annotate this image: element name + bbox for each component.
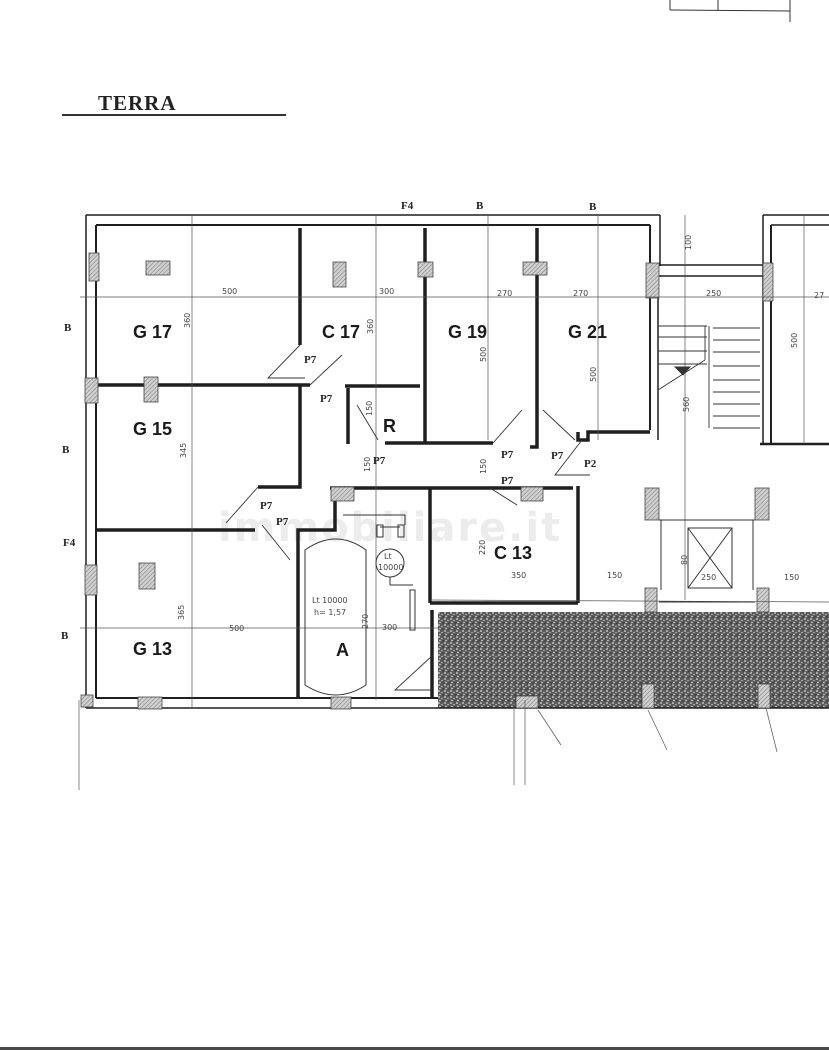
room-label-r: R [383,416,396,436]
svg-text:B: B [64,322,72,334]
elevator-shaft [659,519,755,603]
svg-text:B: B [589,201,597,213]
room-label-g21: G 21 [568,322,607,342]
svg-text:500: 500 [589,367,598,382]
svg-text:150: 150 [363,457,372,472]
boiler-label-top: Lt [384,552,392,561]
svg-text:270: 270 [361,614,370,629]
top-right-fragment [669,0,791,22]
room-label-c13: C 13 [494,543,532,563]
svg-text:345: 345 [179,443,188,458]
svg-text:500: 500 [790,333,799,348]
svg-text:F4: F4 [63,537,76,549]
svg-text:P7: P7 [373,455,386,467]
room-label-g13: G 13 [133,639,172,659]
svg-text:P7: P7 [304,354,317,366]
svg-text:100: 100 [684,235,693,250]
tank-capacity: Lt 10000 [312,596,348,605]
svg-text:27: 27 [814,291,824,300]
door-swings [225,344,590,691]
dimension-lines [78,215,829,790]
svg-text:250: 250 [701,573,716,582]
watermark: immobiliare.it [218,505,563,551]
room-label-c17: C 17 [322,322,360,342]
room-label-a: A [336,640,349,660]
room-label-g15: G 15 [133,419,172,439]
svg-text:B: B [476,200,484,212]
svg-text:270: 270 [573,289,588,298]
svg-text:150: 150 [784,573,799,582]
tank-height: h= 1,57 [314,608,346,617]
svg-text:500: 500 [479,347,488,362]
svg-text:300: 300 [382,623,397,632]
svg-text:P7: P7 [320,393,333,405]
svg-text:P7: P7 [551,450,564,462]
section-tags: F4 B B B B F4 B P7 P7 P7 P7 P7 P2 P7 P7 … [61,200,597,642]
svg-text:P7: P7 [276,516,289,528]
svg-text:P7: P7 [260,500,273,512]
dimension-texts: 500 300 270 270 250 27 360 360 500 500 5… [177,235,824,633]
svg-text:150: 150 [479,459,488,474]
water-tank [304,514,416,696]
boiler-capacity: 10000 [378,563,403,572]
svg-text:220: 220 [478,540,487,555]
page-bottom-edge [0,1047,829,1050]
svg-text:360: 360 [366,319,375,334]
structural-columns [80,252,774,710]
svg-text:500: 500 [229,624,244,633]
svg-text:250: 250 [706,289,721,298]
svg-text:350: 350 [511,571,526,580]
room-labels: G 17 C 17 G 19 G 21 G 15 R C 13 G 13 A [133,322,607,660]
tank-labels: Lt 10000 h= 1,57 Lt 10000 [312,552,403,617]
room-label-g17: G 17 [133,322,172,342]
svg-text:B: B [62,444,70,456]
svg-text:150: 150 [365,401,374,416]
staircase [657,325,760,429]
svg-text:B: B [61,630,69,642]
svg-text:P2: P2 [584,458,597,470]
room-label-g19: G 19 [448,322,487,342]
svg-text:150: 150 [607,571,622,580]
svg-text:365: 365 [177,605,186,620]
svg-text:270: 270 [497,289,512,298]
svg-text:360: 360 [183,313,192,328]
svg-text:P7: P7 [501,475,514,487]
svg-text:F4: F4 [401,200,414,212]
title-underline [62,114,286,116]
floor-title: TERRA [98,91,177,115]
svg-text:P7: P7 [501,449,514,461]
svg-text:560: 560 [682,397,691,412]
svg-text:300: 300 [379,287,394,296]
svg-text:80: 80 [680,555,689,565]
svg-text:500: 500 [222,287,237,296]
